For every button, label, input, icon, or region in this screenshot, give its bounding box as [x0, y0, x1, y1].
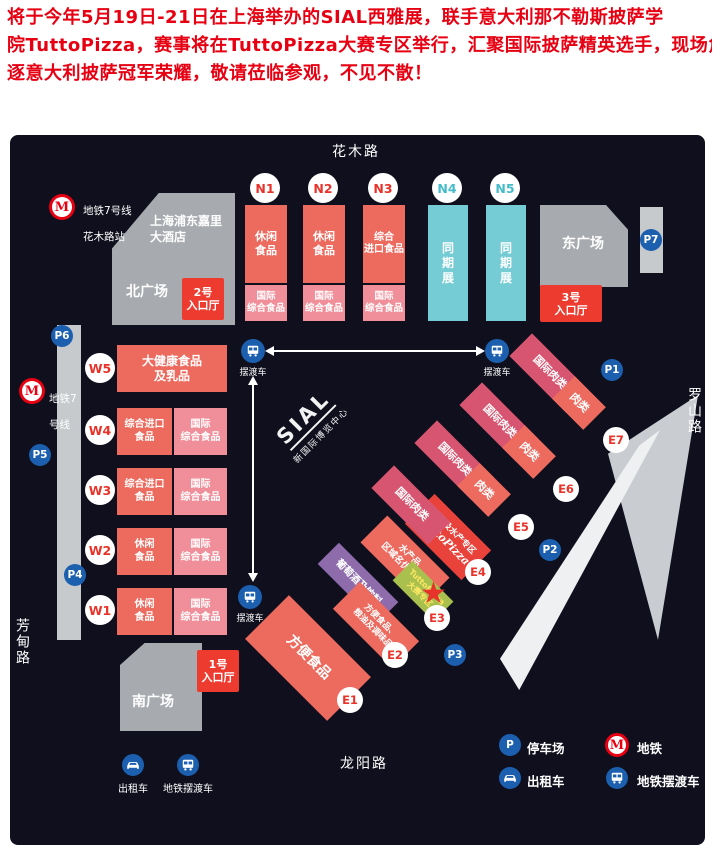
road-label-north: 花木路 [332, 144, 380, 160]
entrance-hall-2: 2号 入口厅 [182, 278, 224, 320]
hall-n1-sub: 国际 综合食品 [245, 285, 287, 321]
hall-n2-sub: 国际 综合食品 [303, 285, 345, 321]
announcement-line-3: 逐意大利披萨冠军荣耀，敬请莅临参观，不见不散！ [7, 63, 433, 84]
metro-shuttle-stop-label: 地铁摆渡车 [163, 784, 213, 795]
legend-shuttle-icon [606, 767, 628, 789]
shuttle-stop-label-nw: 摆渡车 [239, 368, 267, 378]
venue-map: 花木路 罗山路 龙阳路 芳甸路 SIAL 新国际博览中心 M 地铁7号线 花木路… [10, 135, 705, 845]
taxi-stand-label: 出租车 [118, 784, 148, 795]
metro-logo-icon-west: M [19, 378, 45, 404]
hall-w2-main: 休闲 食品 [117, 528, 172, 575]
metro-north-line: 地铁7号线 [83, 205, 132, 217]
hotel-label: 上海浦东嘉里 大酒店 [150, 214, 223, 244]
metro-logo-icon-north: M [49, 194, 75, 220]
legend-parking-label: 停车场 [527, 741, 565, 756]
hall-w2-sub: 国际 综合食品 [174, 528, 227, 575]
badge-n1: N1 [250, 173, 280, 203]
badge-n5: N5 [490, 173, 520, 203]
parking-badge-p7: P7 [640, 229, 662, 251]
badge-e2: E2 [382, 642, 408, 668]
badge-e1: E1 [337, 687, 363, 713]
shuttle-stop-icon-nw [241, 339, 265, 363]
legend-parking-icon: P [499, 734, 521, 756]
metro-west-line2: 号线 [49, 419, 70, 431]
east-plaza-label: 东广场 [562, 236, 604, 252]
south-plaza-label: 南广场 [132, 694, 174, 710]
hall-w3-sub: 国际 综合食品 [174, 468, 227, 515]
west-sidewalk-strip [57, 325, 81, 640]
announcement-line-1: 将于今年5月19日-21日在上海举办的SIAL西雅展，联手意大利那不勒斯披萨学 [7, 7, 664, 28]
hall-n2-main: 休闲 食品 [303, 205, 345, 283]
south-plaza [120, 643, 202, 731]
hall-w1-main: 休闲 食品 [117, 588, 172, 635]
hall-n1-main: 休闲 食品 [245, 205, 287, 283]
hall-n3-sub: 国际 综合食品 [363, 285, 405, 321]
road-label-south: 龙阳路 [340, 756, 388, 772]
announcement-line-2: 院TuttoPizza，赛事将在TuttoPizza大赛专区举行，汇聚国际披萨精… [7, 35, 712, 56]
badge-e4: E4 [465, 559, 491, 585]
entrance-hall-1: 1号 入口厅 [197, 650, 239, 692]
metro-shuttle-stop-icon [177, 754, 199, 776]
badge-w3: W3 [85, 475, 115, 505]
hall-w3-main: 综合进口 食品 [117, 468, 172, 515]
badge-n4: N4 [432, 173, 462, 203]
shuttle-stop-icon-sw [238, 585, 262, 609]
parking-badge-p5: P5 [29, 444, 51, 466]
metro-station-west-label: 地铁7 号线 [49, 380, 77, 445]
badge-w5: W5 [85, 353, 115, 383]
shuttle-stop-label-sw: 摆渡车 [236, 614, 264, 624]
road-label-east: 罗山路 [686, 387, 702, 435]
badge-e7: E7 [603, 427, 629, 453]
parking-badge-p4: P4 [64, 564, 86, 586]
badge-w4: W4 [85, 415, 115, 445]
badge-e6: E6 [553, 476, 579, 502]
parking-badge-p3: P3 [444, 644, 466, 666]
hall-n4-main: 同 期 展 [428, 205, 468, 321]
hall-w5-main: 大健康食品 及乳品 [117, 345, 227, 392]
badge-e5: E5 [508, 514, 534, 540]
road-label-west: 芳甸路 [14, 618, 30, 666]
contest-star-marker: ★ [420, 576, 447, 611]
entrance-hall-3: 3号 入口厅 [540, 285, 602, 322]
legend-metro-icon: M [605, 733, 629, 757]
parking-badge-p6: P6 [51, 325, 73, 347]
badge-w1: W1 [85, 595, 115, 625]
metro-north-station: 花木路站 [83, 231, 125, 243]
parking-badge-p1: P1 [601, 359, 623, 381]
hall-n5-main: 同 期 展 [486, 205, 526, 321]
badge-n2: N2 [308, 173, 338, 203]
hall-w1-sub: 国际 综合食品 [174, 588, 227, 635]
shuttle-stop-icon-ne [485, 339, 509, 363]
legend-taxi-icon [499, 767, 521, 789]
shuttle-stop-label-ne: 摆渡车 [483, 368, 511, 378]
hall-w4-sub: 国际 综合食品 [174, 408, 227, 455]
badge-n3: N3 [368, 173, 398, 203]
legend-taxi-label: 出租车 [527, 774, 565, 789]
metro-station-north-label: 地铁7号线 花木路站 [83, 192, 132, 257]
legend-metro-label: 地铁 [637, 741, 663, 756]
hall-n3-main: 综合 进口食品 [363, 205, 405, 283]
north-plaza-label: 北广场 [126, 284, 168, 300]
parking-badge-p2: P2 [539, 539, 561, 561]
east-plaza [540, 205, 628, 287]
badge-w2: W2 [85, 535, 115, 565]
hall-w4-main: 综合进口 食品 [117, 408, 172, 455]
announcement-text: 将于今年5月19日-21日在上海举办的SIAL西雅展，联手意大利那不勒斯披萨学 … [7, 4, 712, 88]
badge-e3: E3 [424, 605, 450, 631]
metro-west-line: 地铁7 [49, 393, 77, 405]
legend-shuttle-label: 地铁摆渡车 [637, 774, 700, 789]
taxi-stand-icon [122, 754, 144, 776]
